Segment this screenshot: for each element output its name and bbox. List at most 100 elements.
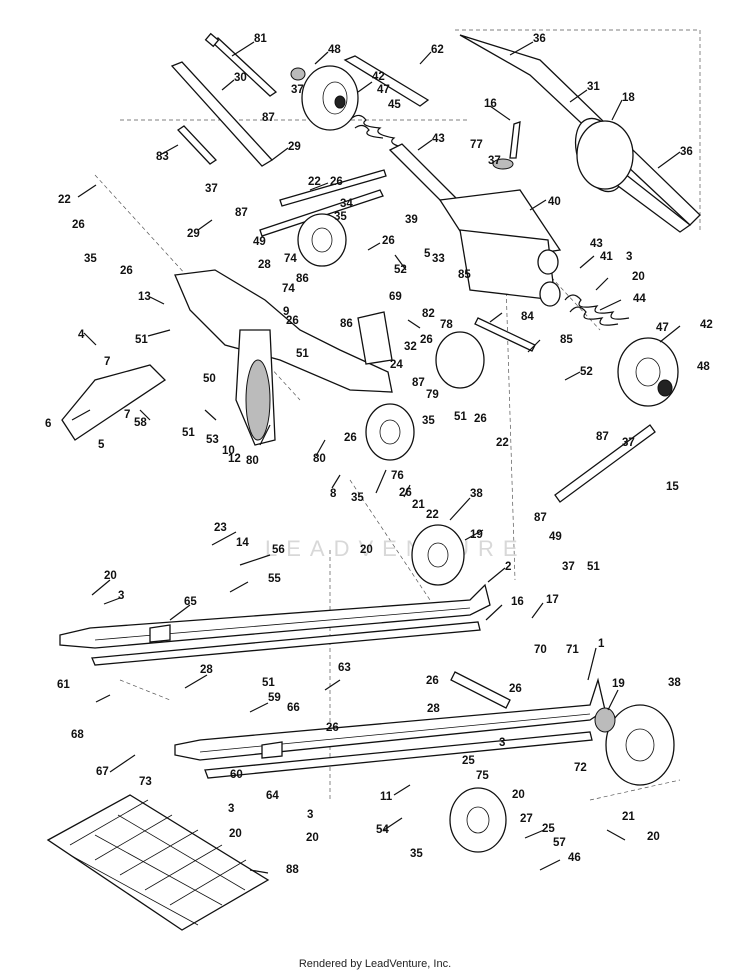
callout-6: 6: [45, 418, 51, 430]
callout-26: 26: [426, 675, 439, 687]
callout-54: 54: [376, 824, 389, 836]
callout-18: 18: [622, 92, 635, 104]
callout-42: 42: [700, 319, 713, 331]
shaft-part-right: [554, 424, 656, 503]
callout-56: 56: [272, 544, 285, 556]
callout-51: 51: [454, 411, 467, 423]
rod-part-84: [474, 317, 536, 352]
callout-36: 36: [533, 33, 546, 45]
callout-70: 70: [534, 644, 547, 656]
callout-12: 12: [228, 453, 241, 465]
callout-9: 9: [283, 306, 289, 318]
callout-21: 21: [622, 811, 635, 823]
front-arm-part: [174, 269, 393, 446]
callout-51: 51: [262, 677, 275, 689]
callout-20: 20: [229, 828, 242, 840]
idler-wheel-38-center-part: [411, 524, 465, 586]
callout-76: 76: [391, 470, 404, 482]
bolt-part-83: [176, 125, 218, 165]
callout-80: 80: [313, 453, 326, 465]
callout-61: 61: [57, 679, 70, 691]
callout-19: 19: [470, 529, 483, 541]
callout-26: 26: [286, 315, 299, 327]
render-credit-footer: Rendered by LeadVenture, Inc.: [298, 958, 452, 970]
callout-41: 41: [600, 251, 613, 263]
callout-36: 36: [680, 146, 693, 158]
callout-82: 82: [422, 308, 435, 320]
callout-20: 20: [104, 570, 117, 582]
callout-73: 73: [139, 776, 152, 788]
callout-26: 26: [326, 722, 339, 734]
idler-wheel-35-bottom-part: [449, 787, 507, 853]
cross-shaft-part: [388, 143, 562, 307]
callout-26: 26: [330, 176, 343, 188]
callout-58: 58: [134, 417, 147, 429]
callout-22: 22: [58, 194, 71, 206]
callout-87: 87: [262, 112, 275, 124]
link-rods-part: [259, 169, 387, 237]
callout-28: 28: [200, 664, 213, 676]
callout-20: 20: [360, 544, 373, 556]
callout-64: 64: [266, 790, 279, 802]
callout-37: 37: [622, 437, 635, 449]
idler-wheel-right-part: [617, 337, 679, 407]
callout-28: 28: [258, 259, 271, 271]
callout-34: 34: [340, 198, 353, 210]
callout-20: 20: [306, 832, 319, 844]
shaft-part-28: [450, 671, 511, 709]
callout-35: 35: [410, 848, 423, 860]
callout-51: 51: [135, 334, 148, 346]
callout-31: 31: [587, 81, 600, 93]
callout-16: 16: [511, 596, 524, 608]
callout-20: 20: [647, 831, 660, 843]
callout-40: 40: [548, 196, 561, 208]
callout-17: 17: [546, 594, 559, 606]
callout-47: 47: [656, 322, 669, 334]
bracket-part-32: [357, 311, 393, 365]
callout-53: 53: [206, 434, 219, 446]
callout-26: 26: [72, 219, 85, 231]
callout-87: 87: [412, 377, 425, 389]
callout-4: 4: [78, 329, 85, 341]
callout-22: 22: [308, 176, 321, 188]
spring-part-45: [351, 114, 407, 149]
callout-84: 84: [521, 311, 534, 323]
callout-65: 65: [184, 596, 197, 608]
callout-28: 28: [427, 703, 440, 715]
callout-7: 7: [124, 409, 130, 421]
callout-63: 63: [338, 662, 351, 674]
callout-87: 87: [596, 431, 609, 443]
callout-23: 23: [214, 522, 227, 534]
callout-62: 62: [431, 44, 444, 56]
bushing-part-77: [492, 158, 514, 170]
leader-lines: [71, 41, 681, 874]
bumper-part-58: [61, 364, 167, 441]
callout-75: 75: [476, 770, 489, 782]
callout-27: 27: [520, 813, 533, 825]
callout-8: 8: [330, 488, 337, 500]
callout-80: 80: [246, 455, 259, 467]
idler-wheel-38-bottom-part: [594, 704, 675, 786]
callout-11: 11: [380, 791, 393, 803]
callout-37: 37: [488, 155, 501, 167]
callout-26: 26: [474, 413, 487, 425]
callout-69: 69: [389, 291, 402, 303]
callout-72: 72: [574, 762, 587, 774]
callout-26: 26: [509, 683, 522, 695]
callout-22: 22: [496, 437, 509, 449]
callout-77: 77: [470, 139, 483, 151]
callout-26: 26: [120, 265, 133, 277]
callout-81: 81: [254, 33, 267, 45]
callout-71: 71: [566, 644, 579, 656]
callout-79: 79: [426, 389, 439, 401]
callout-5: 5: [98, 439, 105, 451]
idler-wheel-35-lower-part: [365, 331, 485, 461]
callout-44: 44: [633, 293, 646, 305]
callout-35: 35: [422, 415, 435, 427]
callout-42: 42: [372, 71, 385, 83]
shaft-part-62: [343, 55, 430, 107]
callout-47: 47: [377, 84, 390, 96]
idler-wheel-35-part: [297, 213, 347, 267]
callout-20: 20: [632, 271, 645, 283]
